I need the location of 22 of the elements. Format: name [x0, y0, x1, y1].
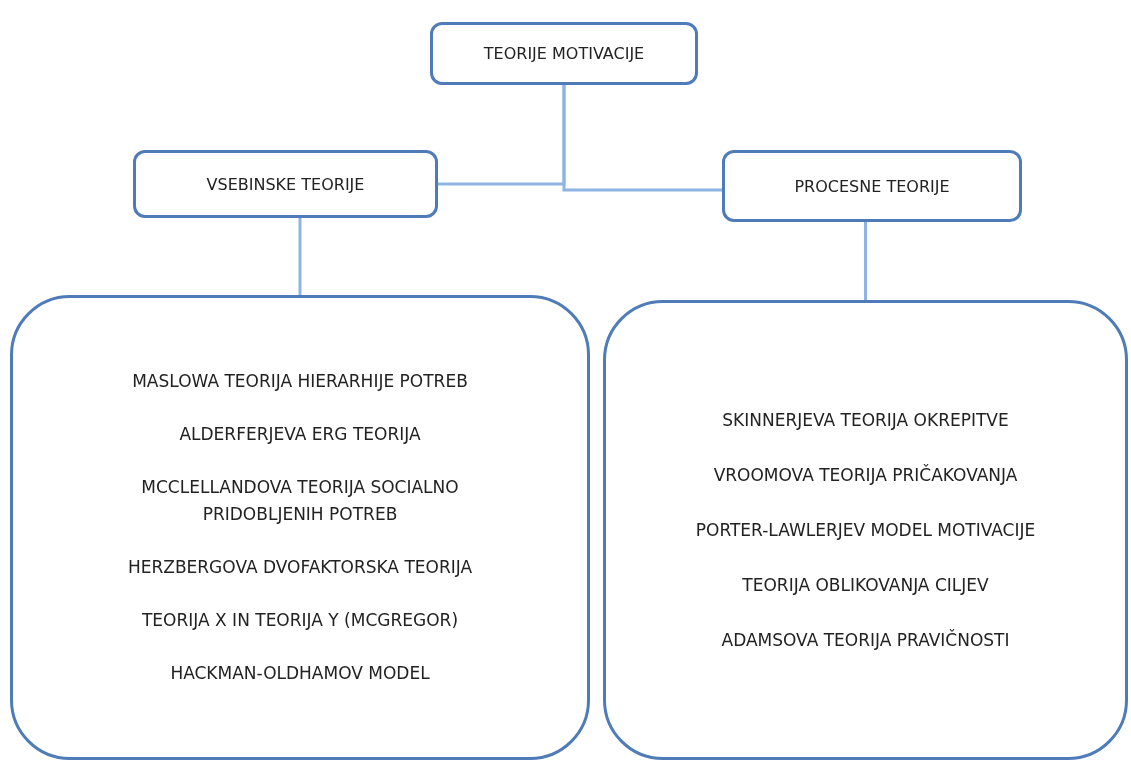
theory-name: PORTER-LAWLERJEV MODEL MOTIVACIJE	[695, 518, 1036, 542]
box-title: VSEBINSKE TEORIJE	[206, 173, 365, 196]
theory-name: ALDERFERJEVA ERG TEORIJA	[179, 423, 421, 446]
theory-name: SKINNERJEVA TEORIJA OKREPITVE	[722, 408, 1009, 432]
theory-name: MASLOWA TEORIJA HIERARHIJE POTREB	[132, 370, 468, 393]
theory-name: HERZBERGOVA DVOFAKTORSKA TEORIJA	[127, 556, 473, 579]
theory-name: TEORIJA X IN TEORIJA Y (MCGREGOR)	[142, 609, 458, 632]
theory-name: ADAMSOVA TEORIJA PRAVIČNOSTI	[721, 628, 1010, 652]
theory-name: HACKMAN-OLDHAMOV MODEL	[170, 662, 430, 685]
theory-list-box	[603, 300, 1128, 760]
category-box	[430, 22, 698, 85]
theory-list-box	[10, 295, 590, 760]
connector-line	[298, 218, 302, 295]
connector-line	[864, 222, 867, 300]
box-title: PROCESNE TEORIJE	[794, 175, 950, 198]
theory-name: TEORIJA OBLIKOVANJA CILJEV	[742, 573, 989, 597]
connector-line	[562, 85, 722, 192]
box-title: TEORIJE MOTIVACIJE	[483, 43, 645, 65]
category-box	[722, 150, 1022, 222]
category-box	[133, 150, 438, 218]
theory-name: VROOMOVA TEORIJA PRIČAKOVANJA	[713, 463, 1018, 487]
theory-name: MCCLELLANDOVA TEORIJA SOCIALNO PRIDOBLJENIH POTREB	[140, 476, 460, 526]
